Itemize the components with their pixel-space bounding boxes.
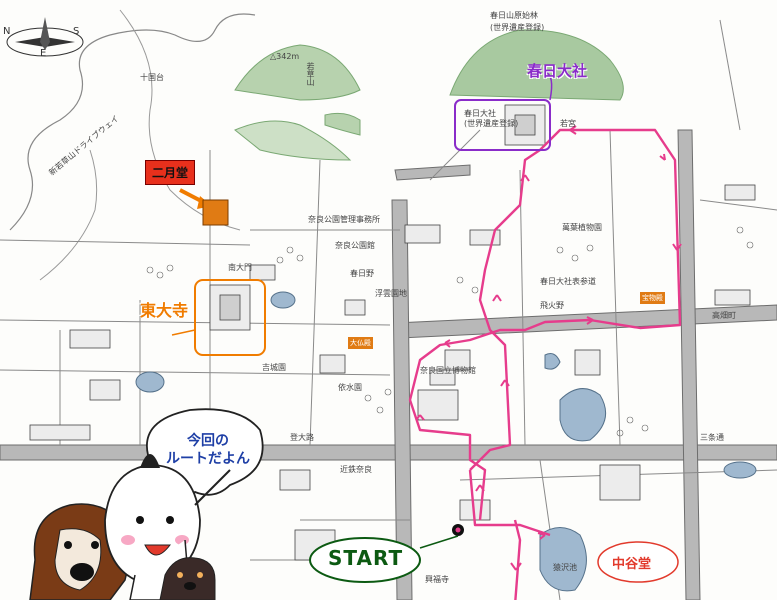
label-manyo: 萬葉植物園 xyxy=(562,223,602,232)
svg-text:E: E xyxy=(40,48,46,59)
drive-road xyxy=(9,13,256,231)
label-kasuga-ootori: 春日大社表参道 xyxy=(540,277,596,286)
label-sekai: (世界遺産登録) xyxy=(490,23,545,32)
label-honden: (世界遺産登録) xyxy=(464,119,519,128)
label-nara-koen-kan: 奈良公園館 xyxy=(335,241,375,250)
label-tobihino: 飛火野 xyxy=(540,301,564,310)
label-kokuritsu: 奈良国立博物館 xyxy=(420,366,476,375)
hills xyxy=(234,29,624,161)
nigatsudo-tag: 二月堂 xyxy=(145,160,196,185)
buildings xyxy=(29,104,756,561)
label-wakakusa-alt: △342m xyxy=(270,52,300,61)
speech-line-1: 今回の xyxy=(187,433,229,449)
start-bubble xyxy=(309,537,421,583)
route-arrow-icon xyxy=(415,125,682,571)
label-kintetsu: 近鉄奈良 xyxy=(340,465,372,474)
small-dog-character xyxy=(159,557,216,600)
label-takabatake: 高畑町 xyxy=(712,311,736,320)
nakatanido-label: 中谷堂 xyxy=(612,557,652,572)
label-ukigumo: 浮雲園地 xyxy=(375,289,407,298)
todaiji-highlight xyxy=(194,279,266,356)
label-kokudo: 十国台 xyxy=(140,73,164,82)
start-label: START xyxy=(328,546,404,570)
pink-route xyxy=(408,128,682,600)
nakatanido-bubble xyxy=(597,541,679,583)
todaiji-tag: 東大寺 xyxy=(140,301,189,320)
label-yoshikien: 吉城園 xyxy=(262,363,286,372)
ponds xyxy=(135,291,757,592)
compass-rose-icon: N S E xyxy=(3,17,84,59)
label-noborioji: 登大路 xyxy=(290,433,314,442)
label-daibutsuden-orange: 大仏殿 xyxy=(348,337,373,349)
label-wakakusa: 若草山 xyxy=(306,62,315,86)
svg-text:N: N xyxy=(3,26,10,37)
kasuga-highlight xyxy=(454,99,551,151)
speech-bubble-text: 今回の ルートだよん xyxy=(158,432,258,468)
label-kasuga-small: 春日大社 xyxy=(464,109,496,118)
label-nandaimon: 南大門 xyxy=(228,263,252,272)
label-wakamiya: 若宮 xyxy=(560,119,576,128)
svg-text:S: S xyxy=(73,26,79,37)
start-marker-icon xyxy=(419,524,464,549)
label-sanjo: 三条通 xyxy=(700,433,724,442)
label-kofukuji: 興福寺 xyxy=(425,575,449,584)
speech-line-2: ルートだよん xyxy=(166,451,250,467)
label-kasuga-no: 春日野 xyxy=(350,269,374,278)
label-nara-koen: 奈良公園管理事務所 xyxy=(308,215,380,224)
label-sarusawa: 猿沢池 xyxy=(553,563,577,572)
label-houzouden-orange: 宝物殿 xyxy=(640,292,665,304)
label-kasugayama: 春日山原始林 xyxy=(490,11,538,20)
kasuga-taisha-tag: 春日大社 xyxy=(527,62,588,80)
label-isuien: 依水園 xyxy=(338,383,362,392)
